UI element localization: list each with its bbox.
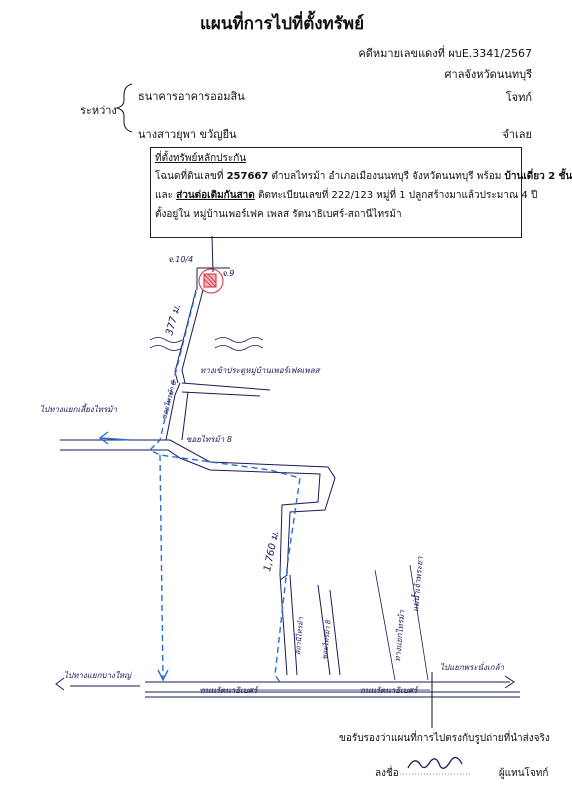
road-name-left: ถนนรัตนาธิเบศร์ <box>200 685 259 695</box>
soi-label-4: ทางแยกไทรม้า <box>392 609 407 662</box>
distance-north: 377 ม. <box>164 303 183 337</box>
plot-hatch <box>203 273 217 288</box>
property-heading: ที่ตั้งทรัพย์หลักประกัน <box>155 153 247 164</box>
soi-road-mid-a <box>165 382 181 441</box>
property-line-3: ตั้งอยู่ใน หมู่บ้านเพอร์เฟค เพลส รัตนาธิ… <box>155 209 402 220</box>
distance-south: 1,760 ม. <box>262 530 281 573</box>
to-right-label: ไปแยกพระนั่งเกล้า <box>440 661 505 672</box>
river-label: แม่น้ำเจ้าพระยา <box>409 556 425 613</box>
certify-text: ขอรับรองว่าแผนที่การไปตรงกับรูปถ่ายที่นำ… <box>339 733 550 744</box>
property-line-1: โฉนดที่ดินเลขที่ 257667 ตำบลไทรม้า อำเภอ… <box>155 169 572 184</box>
deed-number: 257667 <box>226 171 269 182</box>
station-label: สถานีไทรม้า <box>293 616 305 655</box>
river-lines <box>374 564 429 681</box>
route-arrow-head <box>157 669 169 682</box>
property-info-box <box>150 147 522 238</box>
main-road-label: ถนนรัตนาธิเบศร์ <box>360 685 419 695</box>
soi-road-north-b <box>181 289 204 384</box>
registration-info: ติดทะเบียนเลขที่ 222/123 หมู่ที่ 1 ปลูกส… <box>254 190 538 201</box>
party-brace <box>115 83 133 133</box>
soi-label-2: ซอยไทรม้า 8 <box>186 434 232 444</box>
plaintiff-name: ธนาคารอาคารออมสิน <box>138 90 245 103</box>
main-road <box>145 681 520 698</box>
pointer-line <box>211 235 214 273</box>
deed-location: ตำบลไทรม้า อำเภอเมืองนนทบุรี จังหวัดนนทบ… <box>268 171 505 182</box>
canal-left <box>149 337 183 351</box>
property-line-2: และ ส่วนต่อเติมกันสาด ติดทะเบียนเลขที่ 2… <box>155 188 537 203</box>
soi-road-north-a <box>174 289 197 384</box>
village-gate-label: ทางเข้าประตูหมู่บ้านเพอร์เฟคเพลส <box>200 365 321 376</box>
soi-road-main-a <box>60 439 336 581</box>
between-label: ระหว่าง <box>80 104 117 117</box>
court-name: ศาลจังหวัดนนทบุรี <box>444 68 532 81</box>
to-far-left-label: ไปทางแยกบางใหญ่ <box>64 670 132 680</box>
route-dashed <box>148 291 301 683</box>
sign-suffix: ผู้แทนโจทก์ <box>498 768 549 779</box>
deed-label: โฉนดที่ดินเลขที่ <box>155 171 227 182</box>
to-left-label: ไปทางแยกเลี้ยงไทรม้า <box>40 403 118 414</box>
plot-label-a: จ.10/4 <box>168 255 193 264</box>
soi-road-south <box>279 574 298 676</box>
plot-label-b: จ.9 <box>222 269 234 278</box>
extension-type: ส่วนต่อเติมกันสาด <box>176 190 255 201</box>
signature <box>407 756 463 769</box>
sign-prefix: ลงชื่อ <box>375 768 399 779</box>
defendant-name: นางสาวยุพา ขวัญยืน <box>138 128 237 141</box>
signature-line: ลงชื่อ ผู้แทนโจทก์ <box>375 766 548 781</box>
defendant-role: จำเลย <box>502 128 532 141</box>
soi-road-main-b <box>60 449 321 576</box>
route-arrow-left <box>98 431 131 445</box>
soi-label-1: ซอยไทรม้า 8 <box>159 379 178 421</box>
side-soi <box>317 584 341 676</box>
gate-road <box>181 382 271 397</box>
building-type: บ้านเดี่ยว 2 ชั้น <box>504 171 572 182</box>
plot-circle <box>198 268 224 294</box>
arrow-left-main <box>55 677 65 691</box>
soi-road-mid-b <box>181 391 189 441</box>
canal-right <box>214 337 264 351</box>
case-number: คดีหมายเลขแดงที่ ผบE.3341/2567 <box>358 47 532 60</box>
soi-label-3: ซอยไทรม้า 8 <box>320 619 333 660</box>
route-dashed-2 <box>159 454 164 679</box>
page-title: แผนที่การไปที่ตั้งทรัพย์ <box>199 14 365 34</box>
plaintiff-role: โจทก์ <box>505 91 532 104</box>
arrow-right-main <box>504 675 515 689</box>
and-label: และ <box>155 190 177 201</box>
